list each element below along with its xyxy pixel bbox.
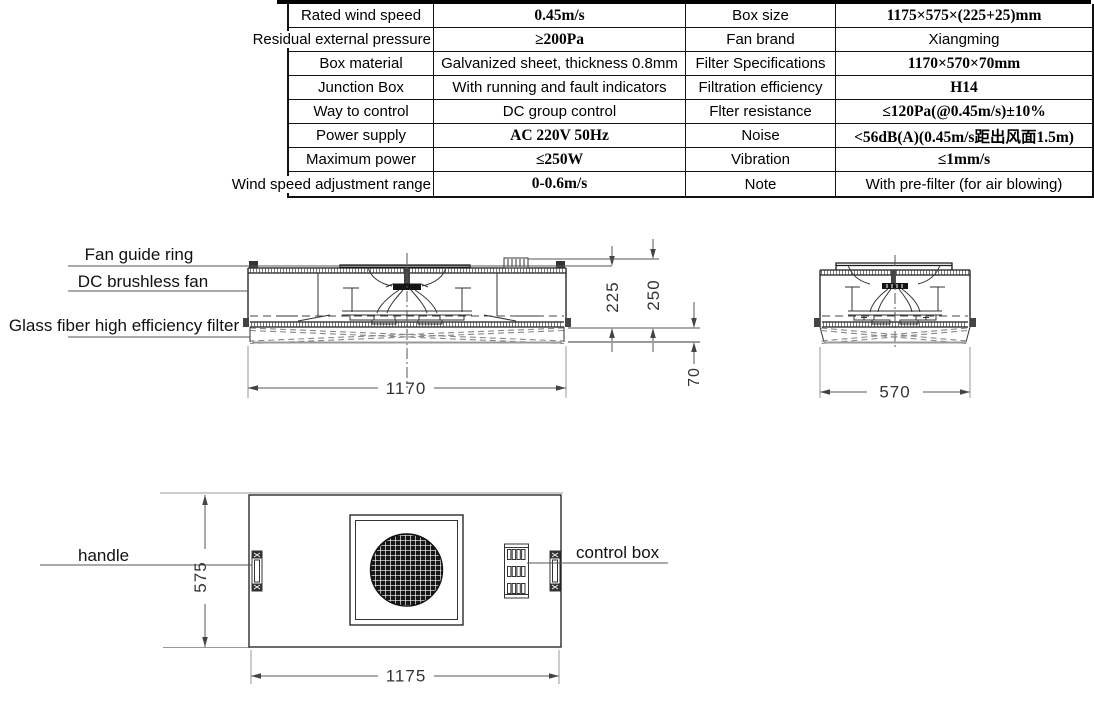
spec-table: Rated wind speed 0.45m/s Box size 1175×5… [229,4,1094,198]
spec-value: Galvanized sheet, thickness 0.8mm [434,52,686,75]
spec-value: H14 [950,78,978,96]
spec-label: Way to control [289,100,434,123]
spec-label: Junction Box [289,76,434,99]
spec-value: ≥200Pa [434,28,686,51]
callout-leader-lines [40,562,668,566]
spec-label-text: Wind speed adjustment range [229,175,433,193]
side-view: 570 [814,255,976,402]
fan-hub [882,283,908,289]
spec-value: ≤250W [434,148,686,171]
callout-dc-brushless-fan: DC brushless fan [78,272,208,291]
spec-label: Filter Specifications [686,52,836,75]
spec-value: DC group control [434,100,686,123]
spec-label: Filtration efficiency [686,76,836,99]
spec-label: Vibration [686,148,836,171]
spec-label: Box material [289,52,434,75]
spec-row: Maximum power ≤250W Vibration ≤1mm/s [289,148,1092,172]
spec-label: Rated wind speed [289,4,434,27]
front-view: Fan guide ring DC brushless fan Glass fi… [9,239,703,398]
fan-plate [349,514,464,626]
spec-label: Residual external pressure [250,28,434,51]
spec-row: Way to control DC group control Flter re… [289,100,1092,124]
right-handle [549,550,561,592]
dim-side-width: 570 [879,383,910,402]
spec-value: AC 220V 50Hz [434,124,686,147]
spec-label: Box size [686,4,836,27]
table-top-border [277,0,1091,4]
spec-value: ≤1mm/s [937,150,991,168]
bottom-view: handle control box 575 1175 [40,492,668,686]
spec-label: Note [686,172,836,196]
callout-control-box: control box [576,543,660,562]
dim-total-height: 250 [644,279,663,310]
dim-box-height: 225 [603,281,622,312]
spec-value: <56dB(A)(0.45m/s距出风面1.5m) [854,128,1074,146]
spec-value: 1175×575×(225+25)mm [886,6,1042,24]
spec-row: Rated wind speed 0.45m/s Box size 1175×5… [289,4,1092,28]
spec-row: Box material Galvanized sheet, thickness… [289,52,1092,76]
spec-value: With pre-filter (for air blowing) [865,175,1063,193]
dim-bottom-height: 575 [191,561,210,592]
left-handle [251,550,263,592]
spec-label: Noise [686,124,836,147]
spec-row: Junction Box With running and fault indi… [289,76,1092,100]
spec-label: Fan brand [686,28,836,51]
spec-label: Wind speed adjustment range [229,172,434,196]
callout-glass-fiber-filter: Glass fiber high efficiency filter [9,316,240,335]
spec-row: Residual external pressure ≥200Pa Fan br… [250,28,1092,52]
spec-value: With running and fault indicators [434,76,686,99]
spec-label: Power supply [289,124,434,147]
callout-leader-lines [68,265,612,338]
control-box [504,543,529,599]
dim-bottom-width: 1175 [386,667,427,686]
spec-value: 1170×570×70mm [907,54,1021,72]
junction-box [503,257,529,269]
spec-value: 0.45m/s [434,4,686,27]
dim-front-width: 1170 [386,379,427,398]
spec-row: Wind speed adjustment range 0-0.6m/s Not… [229,172,1092,196]
spec-label: Maximum power [289,148,434,171]
callout-fan-guide-ring: Fan guide ring [85,245,194,264]
spec-value: ≤120Pa(@0.45m/s)±10% [882,102,1046,120]
callout-handle: handle [78,546,129,565]
spec-label: Flter resistance [686,100,836,123]
unit-outline [248,494,562,648]
dim-filter-height: 70 [686,367,703,387]
spec-value: 0-0.6m/s [434,172,686,196]
spec-row: Power supply AC 220V 50Hz Noise <56dB(A)… [289,124,1092,148]
fan-grille [369,533,444,607]
spec-value: Xiangming [928,31,1000,48]
spec-label-text: Residual external pressure [250,31,433,48]
